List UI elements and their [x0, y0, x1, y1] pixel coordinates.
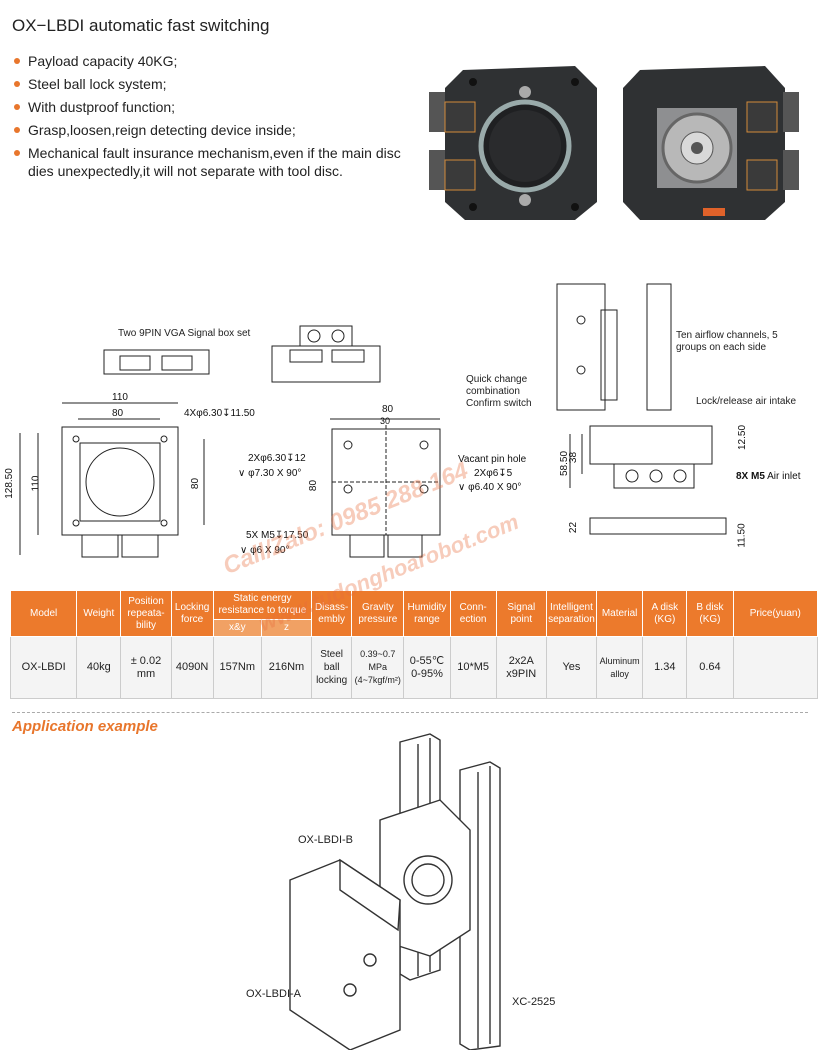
table-subheader-row: x&y z: [11, 619, 818, 637]
lock-release-label: Lock/release air intake: [696, 396, 797, 407]
section-divider: [12, 712, 808, 713]
label-xc-2525: XC-2525: [512, 996, 556, 1008]
dim-12: 12.50: [737, 424, 749, 451]
th-b-disk-unit: (KG): [699, 613, 721, 625]
bottom-profile-drawing: [569, 425, 727, 535]
label-ox-lbdi-b: OX-LBDI-B: [298, 834, 354, 846]
dim-height-outer: 128.50: [3, 468, 15, 499]
feature-item: Steel ball lock system;: [12, 75, 412, 93]
cell-intelligent-separation: Yes: [545, 636, 598, 699]
side-hole-spec-1: 2Xφ6.30↧12: [248, 453, 306, 464]
th-humidity-range: Humidity range: [403, 590, 451, 637]
cell-weight: 40kg: [76, 636, 122, 699]
dim-hole-spec: 4Xφ6.30↧11.50: [184, 408, 255, 419]
cell-repeatability: ± 0.02 mm: [120, 636, 172, 699]
dim-inner-width: 80: [112, 408, 124, 419]
dim-38: 38: [568, 451, 580, 464]
dim-22: 22: [568, 521, 580, 534]
feature-list: Payload capacity 40KG; Steel ball lock s…: [12, 52, 412, 185]
th-a-disk: A disk(KG): [642, 590, 688, 637]
cell-signal-point: 2x2A x9PIN: [495, 636, 547, 699]
side-hole-spec-1b: ∨ φ7.30 X 90°: [238, 468, 302, 479]
th-weight: Weight: [76, 590, 122, 637]
product-photo-b-side: [623, 66, 799, 220]
product-photo-a-side: [429, 66, 597, 220]
airflow-label: Ten airflow channels, 5 groups on each s…: [676, 330, 778, 353]
vacant-pin-chamfer: ∨ φ6.40 X 90°: [458, 482, 522, 493]
th-z: z: [260, 619, 313, 637]
quick-change-label: Quick change combination Confirm switch: [466, 374, 532, 409]
vacant-pin-label: Vacant pin hole: [458, 454, 527, 465]
th-repeatability: Position repeata-bility: [120, 590, 172, 637]
signal-box-drawing: [103, 349, 210, 375]
dim-side-width: 80: [382, 404, 394, 415]
label-ox-lbdi-a: OX-LBDI-A: [246, 988, 302, 1000]
th-connection: Conn-ection: [449, 590, 497, 637]
side-hole-spec-2: 5X M5↧17.50: [246, 530, 309, 541]
air-inlet-label: Air inlet: [767, 471, 801, 482]
dim-11: 11.50: [736, 523, 748, 548]
cell-b-disk: 0.64: [686, 636, 734, 699]
th-b-disk: B disk(KG): [686, 590, 734, 637]
product-photos: [429, 66, 799, 220]
th-static-torque: Static energy resistance to torque: [212, 590, 313, 620]
application-drawing: [289, 733, 501, 1050]
th-a-disk-label: A disk: [651, 601, 679, 613]
dim-height-right: 80: [190, 477, 202, 490]
th-signal-point: Signal point: [495, 590, 547, 637]
dim-top-width: 110: [112, 392, 128, 403]
th-gravity-pressure: Gravity pressure: [351, 590, 405, 637]
th-model: Model: [9, 590, 78, 637]
feature-item: Payload capacity 40KG;: [12, 52, 412, 70]
cell-price: [732, 636, 819, 699]
cell-material: Aluminum alloy: [596, 636, 644, 699]
cell-torque-xy: 157Nm: [212, 636, 262, 699]
side-hole-spec-2b: ∨ φ6 X 90°: [240, 545, 290, 556]
signal-box-label: Two 9PIN VGA Signal box set: [118, 328, 251, 339]
table-row: OX-LBDI 40kg ± 0.02 mm 4090N 157Nm 216Nm…: [9, 636, 819, 699]
air-inlet-spec: 8X M5 Air inlet: [736, 471, 801, 482]
th-price: Price(yuan): [732, 590, 819, 637]
cell-disassembly: Steel ball locking: [311, 636, 353, 699]
vacant-pin-spec: 2Xφ6↧5: [474, 468, 513, 479]
table-header-row: Model Weight Position repeata-bility Loc…: [9, 590, 819, 637]
th-intelligent-separation: Intelligent separation: [545, 590, 598, 637]
side-profile-drawing: [556, 283, 672, 411]
cell-locking-force: 4090N: [170, 636, 214, 699]
air-inlet-count: 8X M5: [736, 471, 765, 482]
application-title: Application example: [12, 718, 158, 735]
cell-model: OX-LBDI: [9, 636, 78, 699]
cell-humidity-range: 0-55℃ 0-95%: [403, 636, 451, 699]
cell-a-disk: 1.34: [642, 636, 688, 699]
dim-side-height: 80: [308, 479, 320, 492]
dim-height-inner: 110: [30, 475, 42, 492]
page-title: OX−LBDI automatic fast switching: [12, 16, 270, 35]
feature-item: Grasp,loosen,reign detecting device insi…: [12, 121, 412, 139]
side-view-drawing: [330, 418, 441, 558]
th-xy: x&y: [212, 619, 262, 637]
dim-side-inner: 30: [380, 416, 391, 426]
front-view-drawing: [19, 402, 205, 558]
th-a-disk-unit: (KG): [654, 613, 676, 625]
feature-item: With dustproof function;: [12, 98, 412, 116]
spec-table: Model Weight Position repeata-bility Loc…: [9, 590, 819, 699]
cell-gravity-pressure: 0.39~0.7 MPa (4~7kgf/m²): [351, 636, 405, 699]
th-locking-force: Locking force: [170, 590, 214, 637]
cell-connection: 10*M5: [449, 636, 497, 699]
th-material: Material: [596, 590, 644, 637]
cell-torque-z: 216Nm: [260, 636, 313, 699]
connector-front-drawing: [271, 325, 381, 383]
feature-item: Mechanical fault insurance mechanism,eve…: [12, 144, 412, 180]
th-b-disk-label: B disk: [696, 601, 724, 613]
